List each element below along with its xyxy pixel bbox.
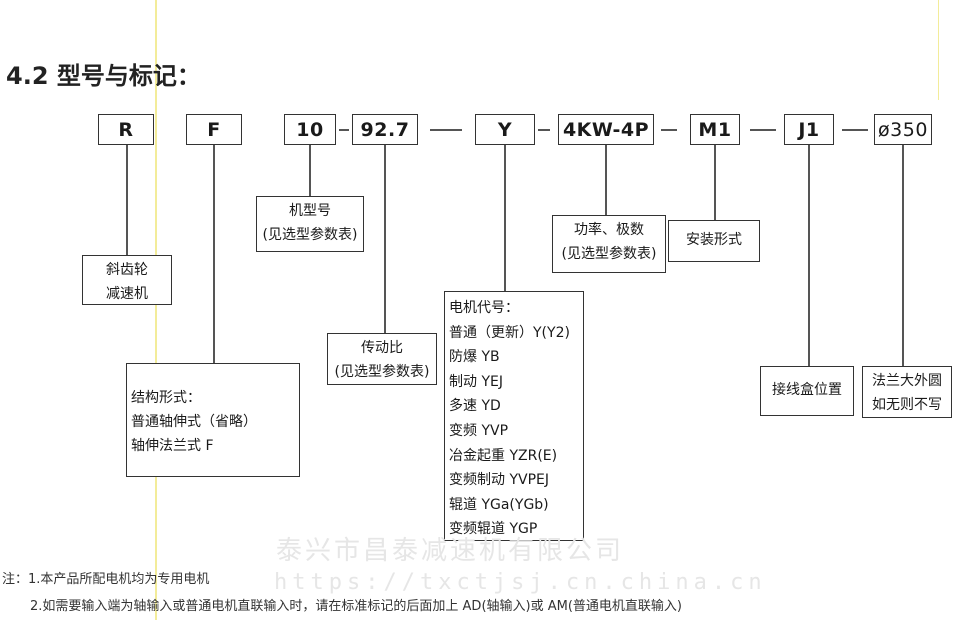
desc-size-line-1: 机型号 [289,203,331,219]
desc-f-line-1: 结构形式： [131,390,201,406]
desc-flange-line-1: 法兰大外圆 [872,373,942,389]
desc-box-power: 功率、极数 (见选型参数表) [552,215,666,273]
desc-power-line-2: (见选型参数表) [561,246,657,262]
guide-line-right [938,0,939,100]
desc-motor-line-7: 冶金起重 YZR(E) [449,447,558,464]
code-box-ratio: 92.7 [352,114,418,145]
desc-f-line-2: 普通轴伸式（省略） [131,414,257,430]
dash-mount-terminal [750,129,776,131]
desc-box-motor: 电机代号： 普通（更新）Y(Y2) 防爆 YB 制动 YEJ 多速 YD 变频 … [444,291,584,541]
desc-box-ratio: 传动比 (见选型参数表) [327,333,437,385]
guide-line-left [155,0,157,620]
desc-mount-line-1: 安装形式 [686,232,742,248]
note-line-1: 注：1.本产品所配电机均为专用电机 [2,572,210,587]
desc-motor-line-9: 辊道 YGa(YGb) [449,496,549,513]
watermark-url: https://txctjsj.cn.china.cn [274,570,767,595]
desc-power-line-1: 功率、极数 [574,222,644,238]
desc-box-mount: 安装形式 [668,220,760,262]
desc-motor-line-10: 变频辊道 YGP [449,521,538,538]
dash-terminal-flange [842,129,868,131]
code-box-flange: ø350 [874,114,932,145]
dash-motor-power [538,129,550,131]
desc-motor-line-1: 电机代号： [449,300,519,316]
desc-motor-line-6: 变频 YVP [449,422,509,439]
desc-motor-line-3: 防爆 YB [449,349,500,366]
code-box-f: F [186,114,242,145]
desc-ratio-line-2: (见选型参数表) [334,364,430,380]
desc-r-line-1: 斜齿轮 [106,262,148,278]
desc-terminal-line-1: 接线盒位置 [772,382,842,398]
connector-flange [902,145,904,366]
code-box-size: 10 [284,114,336,145]
section-title: 4.2 型号与标记： [6,62,201,90]
connector-ratio [384,145,386,333]
dash-size-ratio [339,129,349,131]
connector-mount [714,145,716,220]
connector-size [309,145,311,196]
connector-motor [504,145,506,291]
connector-terminal [808,145,810,366]
desc-flange-line-2: 如无则不写 [872,397,942,413]
desc-motor-line-5: 多速 YD [449,398,501,415]
desc-motor-line-2: 普通（更新）Y(Y2) [449,324,570,341]
code-box-r: R [98,114,154,145]
watermark-company: 泰兴市昌泰减速机有限公司 [276,536,625,566]
desc-box-r: 斜齿轮 减速机 [82,255,172,305]
code-box-motor: Y [475,114,535,145]
desc-motor-line-8: 变频制动 YVPEJ [449,472,549,489]
code-box-mount: M1 [690,114,740,145]
dash-power-mount [661,129,677,131]
desc-r-line-2: 减速机 [106,286,148,302]
desc-box-flange: 法兰大外圆 如无则不写 [862,366,952,418]
dash-ratio-motor [430,129,462,131]
note-line-2: 2.如需要输入端为轴输入或普通电机直联输入时，请在标准标记的后面加上 AD(轴输… [30,599,682,614]
connector-f [213,145,215,363]
desc-motor-line-4: 制动 YEJ [449,373,503,390]
connector-r [126,145,128,255]
desc-ratio-line-1: 传动比 [361,340,403,356]
code-box-terminal: J1 [784,114,834,145]
desc-box-f: 结构形式： 普通轴伸式（省略） 轴伸法兰式 F [126,363,300,477]
desc-box-size: 机型号 (见选型参数表) [256,196,364,252]
connector-power [605,145,607,215]
desc-size-line-2: (见选型参数表) [262,227,358,243]
code-box-power: 4KW-4P [558,114,654,145]
desc-box-terminal: 接线盒位置 [760,366,854,416]
desc-f-line-3: 轴伸法兰式 F [131,438,214,454]
